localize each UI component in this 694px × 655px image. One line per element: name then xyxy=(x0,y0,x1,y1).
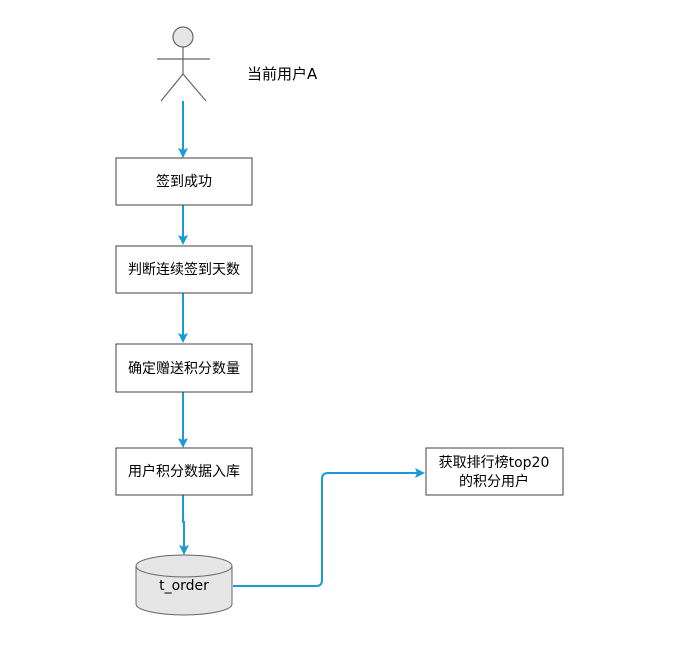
step-box-save-user-points[interactable]: 用户积分数据入库 xyxy=(115,447,253,496)
database-label: t_order xyxy=(159,578,209,594)
output-label-line2: 的积分用户 xyxy=(459,473,529,490)
step-label: 确定赠送积分数量 xyxy=(128,361,240,377)
step-label: 判断连续签到天数 xyxy=(128,261,240,278)
database-cylinder[interactable]: t_order xyxy=(135,554,233,616)
step-box-check-consecutive-days[interactable]: 判断连续签到天数 xyxy=(115,245,253,294)
flow-connectors xyxy=(178,101,425,587)
step-box-sign-in-success[interactable]: 签到成功 xyxy=(115,157,253,206)
user-actor-icon xyxy=(157,26,210,102)
connector-db-to-output xyxy=(233,468,425,587)
step-label: 用户积分数据入库 xyxy=(128,463,240,480)
actor-label: 当前用户A xyxy=(247,65,318,83)
connector-step4-to-db xyxy=(179,495,189,555)
output-label-line1: 获取排行榜top20 xyxy=(439,454,550,471)
output-box-top20-ranking[interactable]: 获取排行榜top20 的积分用户 xyxy=(425,447,564,496)
step-box-determine-points[interactable]: 确定赠送积分数量 xyxy=(115,343,253,393)
step-label: 签到成功 xyxy=(156,173,212,190)
